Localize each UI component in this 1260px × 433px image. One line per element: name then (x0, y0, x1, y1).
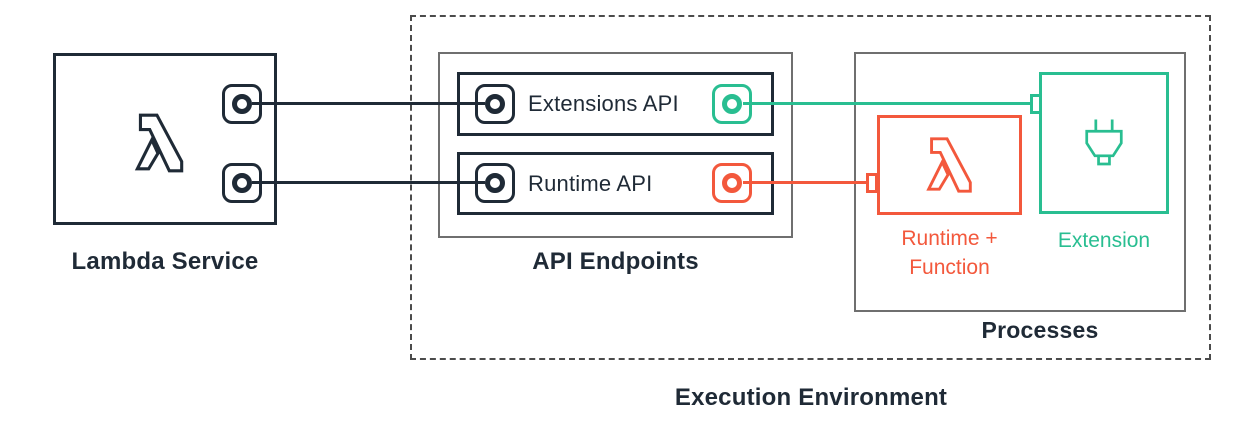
port-dot-icon (485, 173, 505, 193)
extension-label: Extension (1057, 229, 1151, 252)
port-dot-icon (722, 173, 742, 193)
port-icon (475, 163, 515, 203)
lambda-icon (926, 137, 972, 193)
port-icon (712, 163, 752, 203)
api-endpoints-label: API Endpoints (532, 248, 699, 275)
plug-icon (1085, 119, 1123, 166)
runtime-function-label: Runtime + Function (859, 224, 1040, 282)
runtime-function-label-line2: Function (909, 256, 990, 279)
processes-label: Processes (981, 317, 1099, 343)
connector-line-extensions-api-extension (743, 102, 1036, 105)
extensions-api-label: Extensions API (528, 91, 679, 116)
port-dot-icon (722, 94, 742, 114)
port-dot-icon (232, 94, 252, 114)
execution-environment-box (410, 15, 1211, 360)
lambda-service-label: Lambda Service (71, 248, 259, 275)
runtime-function-label-line1: Runtime + (901, 227, 998, 250)
connector-line-service-extensions-api (252, 102, 485, 105)
connector-line-service-runtime-api (252, 181, 485, 184)
port-icon (222, 84, 262, 124)
port-dot-icon (485, 94, 505, 114)
lambda-icon (134, 113, 184, 173)
runtime-api-label: Runtime API (528, 170, 653, 196)
execution-environment-label: Execution Environment (674, 384, 948, 411)
port-stub-icon (866, 173, 878, 193)
port-dot-icon (232, 173, 252, 193)
port-icon (222, 163, 262, 203)
port-stub-icon (1030, 94, 1042, 114)
connector-line-runtime-api-function (743, 181, 872, 184)
